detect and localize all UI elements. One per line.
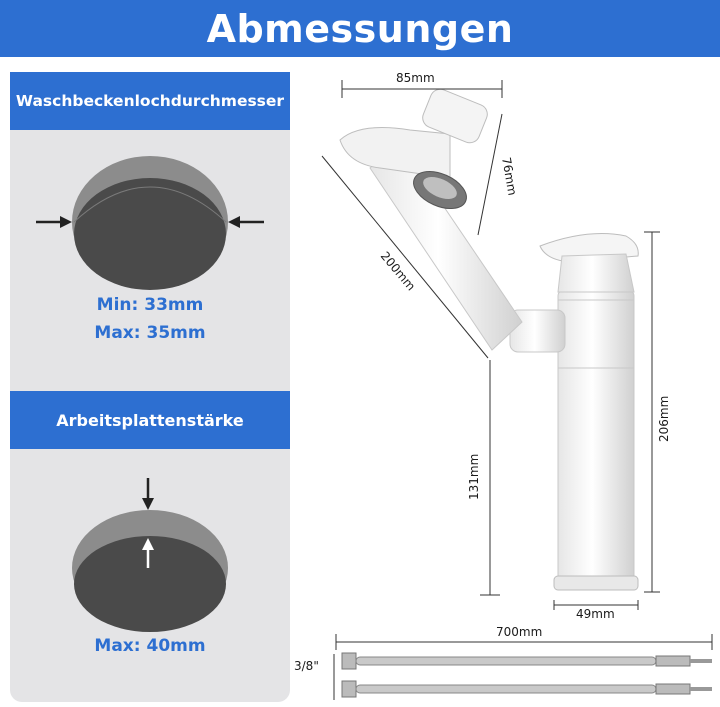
countertop-illustration (72, 478, 228, 632)
faucet-diagram: 85mm 76mm 200mm 131mm 206mm 49mm 700mm 3… (294, 71, 713, 700)
hose-thread-label: 3/8" (294, 659, 319, 673)
sink-hole-illustration (36, 156, 264, 290)
hose-illustration (341, 652, 712, 698)
arm-length-label: 200mm (378, 249, 418, 293)
sink-hole-max: Max: 35mm (94, 323, 206, 343)
info-panel: Waschbeckenlochdurchmesser Min: 33mm Max… (10, 72, 290, 702)
countertop-measurements: Max: 40mm (10, 632, 290, 660)
countertop-max: Max: 40mm (94, 636, 206, 656)
hose-length-label: 700mm (496, 625, 542, 639)
total-height-label: 206mm (657, 396, 671, 442)
sink-hole-measurements: Min: 33mm Max: 35mm (10, 291, 290, 347)
sink-hole-header-label: Waschbeckenlochdurchmesser (15, 92, 285, 110)
dimension-lines (321, 80, 713, 700)
spout-height-label: 131mm (467, 454, 481, 500)
countertop-header-label: Arbeitsplattenstärke (56, 410, 244, 430)
sink-hole-header: Waschbeckenlochdurchmesser (10, 72, 290, 130)
faucet-illustration (339, 88, 639, 591)
title-banner: Abmessungen (0, 0, 720, 57)
head-height-label: 76mm (499, 156, 519, 197)
base-diameter-label: 49mm (576, 607, 615, 621)
countertop-header: Arbeitsplattenstärke (10, 391, 290, 449)
spout-width-label: 85mm (396, 71, 435, 85)
sink-hole-min: Min: 33mm (96, 295, 204, 315)
page-title: Abmessungen (206, 6, 514, 51)
